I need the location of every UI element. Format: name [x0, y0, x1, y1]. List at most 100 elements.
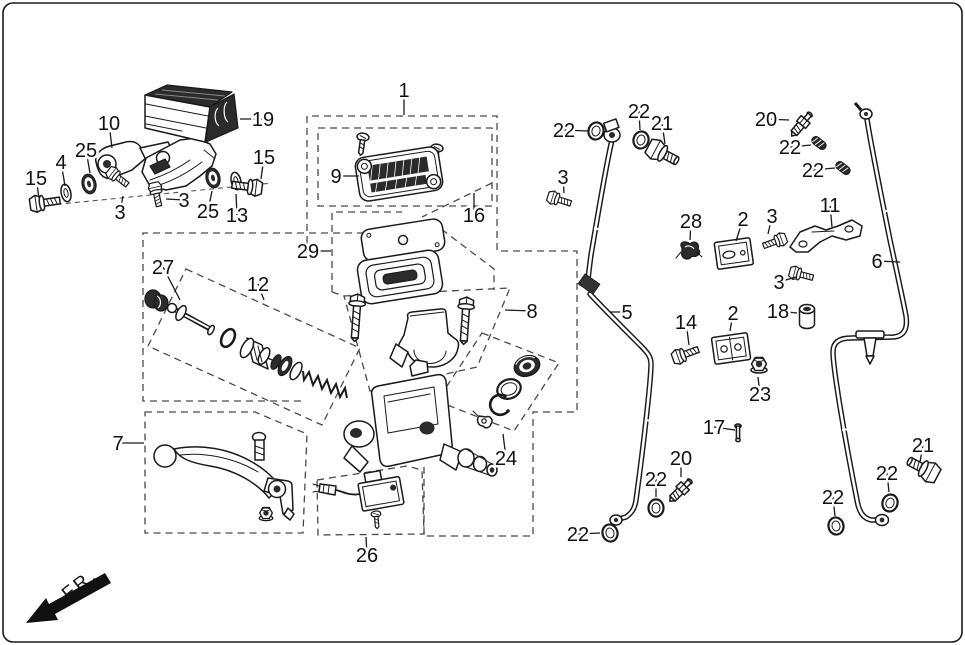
callout-number-20: 20 — [670, 448, 692, 470]
callout-number-12: 12 — [247, 274, 269, 296]
part-master-cylinder-body — [343, 359, 498, 477]
callout-20: 20 — [667, 446, 695, 477]
callout-number-22: 22 — [567, 524, 589, 546]
arrow-icon — [26, 573, 111, 623]
callout-3: 3 — [165, 188, 192, 215]
callout-12: 12 — [244, 272, 272, 301]
callout-25: 25 — [72, 138, 100, 174]
callout-17: 17 — [700, 415, 736, 442]
callout-number-22: 22 — [822, 487, 844, 509]
callout-number-1: 1 — [398, 80, 409, 102]
callout-number-17: 17 — [703, 417, 725, 439]
part-23-nut — [750, 356, 768, 374]
callout-number-5: 5 — [621, 302, 632, 324]
callout-22: 22 — [625, 99, 653, 131]
part-24-clip — [472, 410, 493, 429]
part-2-holder-upper — [713, 237, 754, 270]
callout-number-22: 22 — [645, 469, 667, 491]
callout-1: 1 — [396, 78, 412, 115]
callout-2: 2 — [735, 207, 751, 242]
callout-13: 13 — [223, 193, 251, 230]
part-8-clamp-holder — [389, 308, 460, 368]
part-22-seal-washer-c — [647, 498, 665, 518]
callout-4: 4 — [53, 150, 69, 187]
callout-number-15: 15 — [25, 168, 47, 190]
part-19-unit — [144, 84, 239, 143]
callout-number-22: 22 — [553, 120, 575, 142]
callout-number-21: 21 — [651, 113, 673, 135]
part-7-pivot-bolt — [251, 431, 267, 461]
callout-5: 5 — [610, 300, 635, 327]
callout-22: 22 — [776, 135, 812, 162]
callout-number-14: 14 — [675, 312, 697, 334]
group-box-29 — [331, 182, 495, 297]
part-7-pivot-nut — [258, 506, 274, 522]
group-box-12 — [147, 268, 361, 426]
callout-number-21: 21 — [912, 435, 934, 457]
callout-number-23: 23 — [749, 384, 771, 406]
callout-29: 29 — [294, 239, 331, 266]
part-7-lever — [153, 444, 295, 521]
callout-3: 3 — [555, 165, 571, 194]
callout-number-8: 8 — [526, 301, 537, 323]
part-12-oring — [219, 327, 237, 349]
callout-number-22: 22 — [628, 101, 650, 123]
callout-number-11: 11 — [820, 195, 841, 217]
callout-number-19: 19 — [252, 109, 274, 131]
group-box-26 — [316, 465, 425, 536]
part-12-pushrod — [166, 302, 215, 336]
part-18-sleeve — [798, 303, 816, 330]
callout-22: 22 — [819, 485, 847, 517]
callout-24: 24 — [492, 433, 520, 473]
part-12-piston — [239, 337, 303, 381]
callout-2: 2 — [725, 301, 741, 332]
part-11-bracket — [789, 219, 863, 253]
callout-23: 23 — [746, 376, 774, 409]
part-9-reservoir-cap — [354, 146, 444, 202]
callout-3: 3 — [771, 270, 797, 297]
callout-10: 10 — [95, 111, 123, 149]
callout-number-25: 25 — [75, 140, 97, 162]
part-10-bracket — [94, 140, 173, 180]
callout-number-16: 16 — [463, 205, 485, 227]
callout-22: 22 — [799, 158, 836, 185]
callout-number-22: 22 — [779, 137, 801, 159]
callout-number-27: 27 — [152, 257, 174, 279]
callout-number-9: 9 — [330, 166, 341, 188]
callout-number-29: 29 — [297, 241, 319, 263]
callout-27: 27 — [149, 255, 181, 301]
callout-3: 3 — [764, 204, 780, 235]
callout-6: 6 — [869, 249, 901, 276]
part-28-clip — [675, 241, 703, 260]
callout-15: 15 — [22, 166, 50, 199]
callout-8: 8 — [504, 299, 540, 326]
callout-18: 18 — [764, 299, 798, 326]
callout-number-3: 3 — [766, 206, 777, 228]
callout-number-2: 2 — [737, 209, 748, 231]
callout-number-7: 7 — [112, 433, 123, 455]
callout-22: 22 — [564, 522, 601, 549]
part-24-boot — [513, 354, 541, 378]
callout-number-20: 20 — [755, 109, 777, 131]
callout-number-3: 3 — [178, 190, 189, 212]
callout-number-15: 15 — [253, 147, 275, 169]
part-12-spring — [302, 369, 348, 400]
group-box-1 — [306, 115, 578, 537]
callout-3: 3 — [112, 195, 128, 227]
callout-number-6: 6 — [871, 251, 882, 273]
group-box-8 — [343, 287, 511, 392]
callout-number-26: 26 — [356, 545, 378, 567]
callout-number-18: 18 — [767, 301, 789, 323]
callout-14: 14 — [672, 310, 700, 346]
callout-21: 21 — [648, 111, 676, 145]
group-box-27-12 — [142, 232, 388, 402]
callout-21: 21 — [909, 433, 937, 463]
callout-28: 28 — [677, 209, 705, 241]
group-box-16 — [317, 127, 493, 207]
callout-20: 20 — [752, 107, 790, 134]
callout-number-25: 25 — [197, 201, 219, 223]
callout-9: 9 — [328, 164, 359, 191]
